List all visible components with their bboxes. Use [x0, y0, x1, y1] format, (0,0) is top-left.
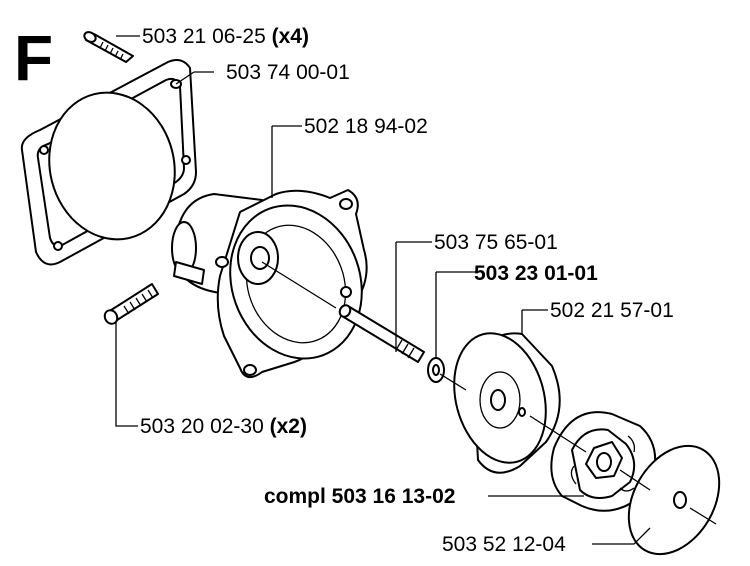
leader-503-75-65-01 — [395, 241, 432, 352]
section-letter: F — [14, 22, 53, 94]
label-part-8: 503 52 12-04 — [442, 533, 566, 556]
leader-lines — [115, 35, 651, 545]
leader-503-20-02-30 — [115, 322, 138, 427]
assembly-axis-line — [261, 261, 717, 525]
leader-503-74-00-01 — [175, 71, 214, 85]
leader-503-23-01-01 — [435, 271, 478, 358]
shaft-icon — [338, 304, 425, 363]
screw-lower-icon — [103, 283, 159, 325]
label-part-5: 502 21 57-01 — [550, 299, 674, 322]
clutch-drum-icon — [453, 332, 561, 474]
label-part-7: compl 503 16 13-02 — [264, 485, 455, 508]
clutch-assembly-icon — [550, 411, 656, 512]
label-part-0: 503 21 06-25 (x4) — [142, 25, 309, 48]
screw-top-icon — [83, 31, 134, 63]
leader-503-52-12-04 — [592, 527, 651, 545]
label-part-1: 503 74 00-01 — [226, 61, 350, 84]
label-part-4: 503 23 01-01 — [474, 262, 598, 285]
leader-502-18-94-02 — [271, 125, 302, 198]
label-part-2: 502 18 94-02 — [304, 115, 428, 138]
label-part-3: 503 75 65-01 — [434, 231, 558, 254]
leader-502-21-57-01 — [521, 309, 548, 334]
label-part-6: 503 20 02-30 (x2) — [140, 415, 307, 438]
washer-icon — [427, 357, 445, 383]
clutch-housing-icon — [171, 189, 368, 379]
gasket-plate-icon — [20, 59, 197, 266]
